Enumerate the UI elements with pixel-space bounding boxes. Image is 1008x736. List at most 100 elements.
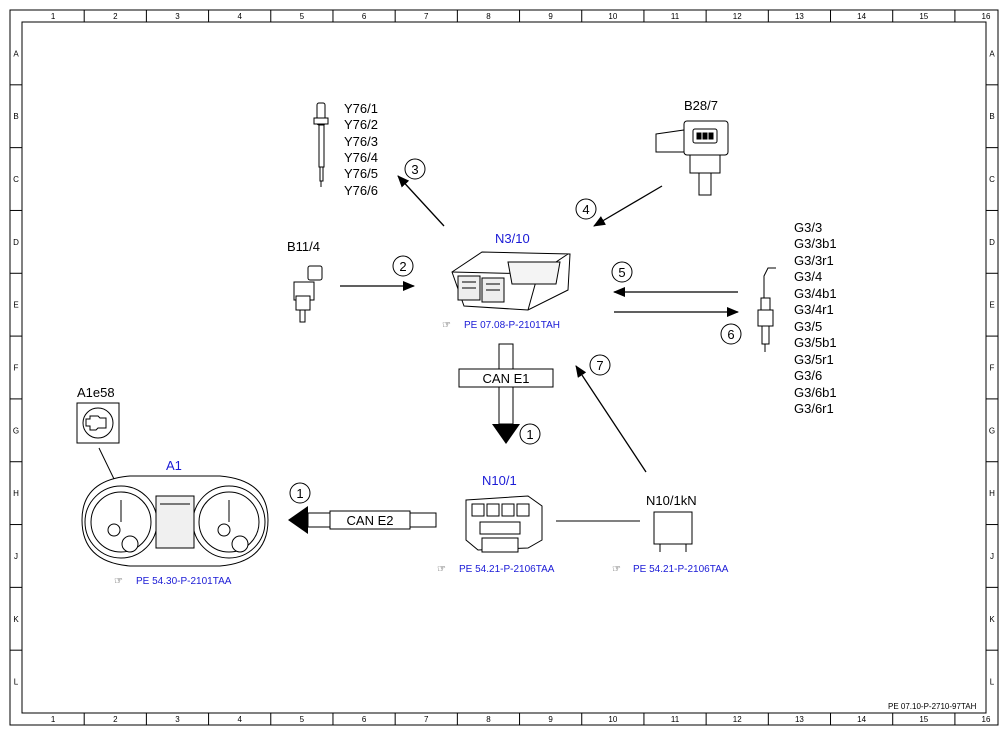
glow-plug-label-5: Y76/5 — [344, 166, 378, 181]
cluster-reference-link[interactable]: ☞ PE 54.30-P-2101TAA — [114, 576, 232, 587]
ecu-icon — [451, 251, 571, 311]
grid-col-label: 15 — [919, 715, 928, 724]
grid-row-label: B — [13, 112, 18, 121]
grid-col-label: 2 — [113, 715, 118, 724]
grid-col-label: 6 — [362, 715, 367, 724]
grid-row-label: E — [13, 301, 18, 310]
arrow-step-7 — [575, 365, 647, 473]
step-badge-6: 6 — [720, 323, 742, 345]
oxygen-sensor-label-8: G3/5b1 — [794, 335, 837, 350]
step-badge-4: 4 — [575, 198, 597, 220]
grid-row-label: H — [13, 489, 19, 498]
arrow-step-4 — [593, 185, 663, 227]
can-e2-bus: CAN E2 — [288, 506, 437, 534]
grid-row-label: L — [14, 678, 19, 687]
grid-row-label: L — [990, 678, 995, 687]
relay-label: N10/1kN — [646, 493, 697, 508]
grid-row-label: J — [990, 552, 994, 561]
inner-frame — [21, 21, 987, 714]
oxygen-sensor-label-11: G3/6b1 — [794, 385, 837, 400]
oxygen-sensor-label-7: G3/5 — [794, 319, 822, 334]
oxygen-sensor-label-6: G3/4r1 — [794, 302, 834, 317]
sam-module-icon — [465, 495, 543, 553]
relay-reference[interactable]: PE 54.21-P-2106TAA — [633, 564, 729, 575]
glow-plug-label-1: Y76/1 — [344, 101, 378, 116]
grid-col-label: 5 — [300, 12, 305, 21]
relay-reference-link[interactable]: ☞ PE 54.21-P-2106TAA — [612, 564, 729, 575]
svg-text:1: 1 — [296, 486, 303, 501]
glow-plug-label-4: Y76/4 — [344, 150, 378, 165]
grid-col-label: 14 — [857, 715, 866, 724]
step-badge-7: 7 — [589, 354, 611, 376]
grid-col-label: 2 — [113, 12, 118, 21]
grid-row-label: D — [989, 238, 995, 247]
sam-module-reference-link[interactable]: ☞ PE 54.21-P-2106TAA — [437, 564, 555, 575]
grid-col-label: 10 — [608, 12, 617, 21]
grid-col-label: 10 — [608, 715, 617, 724]
grid-col-label: 16 — [982, 715, 991, 724]
svg-text:3: 3 — [411, 162, 418, 177]
grid-col-label: 7 — [424, 12, 429, 21]
oxygen-sensor-label-10: G3/6 — [794, 368, 822, 383]
grid-col-label: 11 — [671, 715, 680, 724]
glow-plug-labels: Y76/1 Y76/2 Y76/3 Y76/4 Y76/5 Y76/6 — [344, 101, 378, 198]
relay-icon — [653, 511, 693, 552]
grid-col-label: 4 — [237, 715, 242, 724]
svg-text:5: 5 — [618, 265, 625, 280]
grid-labels: 1122334455667788991010111112121313141415… — [13, 12, 995, 724]
grid-col-label: 13 — [795, 12, 804, 21]
grid-col-label: 3 — [175, 12, 180, 21]
ecu-reference-link[interactable]: ☞ PE 07.08-P-2101TAH — [442, 320, 560, 331]
pointer-hand-icon: ☞ — [114, 576, 123, 587]
svg-text:6: 6 — [727, 327, 734, 342]
ecu-reference[interactable]: PE 07.08-P-2101TAH — [464, 320, 560, 331]
coolant-sensor-label: B11/4 — [287, 239, 320, 254]
grid-col-label: 1 — [51, 715, 56, 724]
oxygen-sensor-label-3: G3/3r1 — [794, 253, 834, 268]
grid-row-label: H — [989, 489, 995, 498]
grid-col-label: 7 — [424, 715, 429, 724]
pressure-sensor-label: B28/7 — [684, 98, 718, 113]
grid-col-label: 3 — [175, 715, 180, 724]
grid-row-label: F — [14, 364, 19, 373]
cluster-reference[interactable]: PE 54.30-P-2101TAA — [136, 576, 232, 587]
grid-col-label: 1 — [51, 12, 56, 21]
oxygen-sensor-label-12: G3/6r1 — [794, 401, 834, 416]
oxygen-sensor-icon — [757, 267, 776, 352]
glow-plug-label-6: Y76/6 — [344, 183, 378, 198]
can-e1-bus: CAN E1 — [458, 343, 554, 444]
oxygen-sensor-labels: G3/3 G3/3b1 G3/3r1 G3/4 G3/4b1 G3/4r1 G3… — [794, 220, 837, 416]
sam-module-reference[interactable]: PE 54.21-P-2106TAA — [459, 564, 555, 575]
svg-text:2: 2 — [399, 259, 406, 274]
warning-lamp-label: A1e58 — [77, 385, 115, 400]
grid-col-label: 12 — [733, 715, 742, 724]
grid-col-label: 5 — [300, 715, 305, 724]
grid-col-label: 4 — [237, 12, 242, 21]
outer-frame — [9, 9, 999, 726]
oxygen-sensor-label-2: G3/3b1 — [794, 236, 837, 251]
grid-col-label: 14 — [857, 12, 866, 21]
grid-row-label: J — [14, 552, 18, 561]
svg-text:4: 4 — [582, 202, 589, 217]
grid-col-label: 9 — [548, 715, 553, 724]
grid-col-label: 13 — [795, 715, 804, 724]
step-badge-1-can-e2: 1 — [289, 482, 311, 504]
oxygen-sensor-label-9: G3/5r1 — [794, 352, 834, 367]
step-badge-3: 3 — [404, 158, 426, 180]
step-badge-5: 5 — [611, 261, 633, 283]
grid-col-label: 6 — [362, 12, 367, 21]
grid-col-label: 16 — [982, 12, 991, 21]
step-badge-1-can-e1: 1 — [519, 423, 541, 445]
grid-row-label: G — [13, 426, 19, 435]
svg-text:7: 7 — [596, 358, 603, 373]
step-badge-2: 2 — [392, 255, 414, 277]
grid-ticks — [10, 10, 998, 725]
coolant-sensor-icon — [293, 265, 323, 323]
pressure-sensor-icon — [655, 120, 729, 196]
can-e1-label: CAN E1 — [483, 371, 530, 386]
grid-col-label: 15 — [919, 12, 928, 21]
instrument-cluster-icon — [81, 475, 269, 567]
document-id: PE 07.10-P-2710-97TAH — [888, 702, 977, 711]
grid-row-label: K — [13, 615, 19, 624]
oxygen-sensor-label-5: G3/4b1 — [794, 286, 837, 301]
